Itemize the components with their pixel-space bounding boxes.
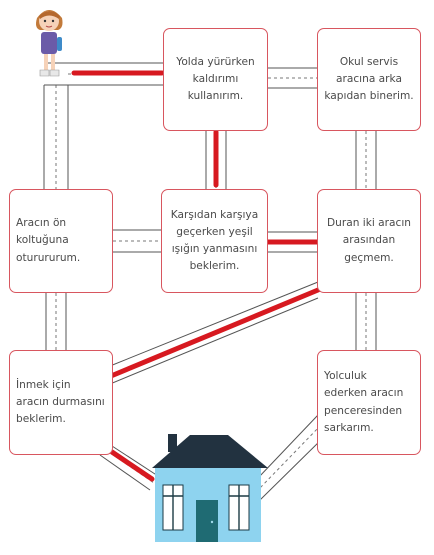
path-mid-right-to-bottom-right [355, 293, 377, 350]
box-bottom-right: Yolculuk ederken aracın penceresinden sa… [317, 350, 421, 455]
path-diagonal-mid-right-to-bottom-left [109, 281, 319, 385]
path-top-center-to-mid-center [205, 131, 227, 189]
path-mid-left-to-mid-center [113, 229, 161, 253]
route-mark-diagonal [108, 287, 321, 379]
path-top-center-to-top-right [268, 67, 317, 89]
house-icon [152, 434, 268, 542]
path-start-to-top-center [44, 62, 163, 86]
path-top-right-to-mid-right [355, 131, 377, 189]
path-bottom-left-to-house [99, 445, 159, 491]
box-bottom-left: İnmek için aracın durmasını beklerim. [9, 350, 113, 455]
path-bottom-right-to-house [257, 414, 326, 501]
path-start-vertical [43, 85, 69, 191]
path-mid-left-to-bottom-left [45, 293, 67, 350]
house-roof [152, 435, 268, 468]
box-mid-right: Duran iki aracın arasından geçmem. [317, 189, 421, 293]
girl-figure [36, 10, 63, 77]
route-mark-to-house [109, 449, 155, 482]
box-top-center: Yolda yürürken kaldırımı kullanırım. [163, 28, 268, 131]
house-chimney [168, 434, 177, 452]
path-mid-center-to-mid-right [268, 231, 317, 253]
box-mid-left: Aracın ön koltuğuna oturururum. [9, 189, 113, 293]
box-top-right: Okul servis aracına arka kapıdan binerim… [317, 28, 421, 131]
box-mid-center: Karşıdan karşıya geçerken yeşil ışığın y… [161, 189, 268, 293]
house-door [196, 500, 218, 542]
route-marks [71, 70, 321, 482]
